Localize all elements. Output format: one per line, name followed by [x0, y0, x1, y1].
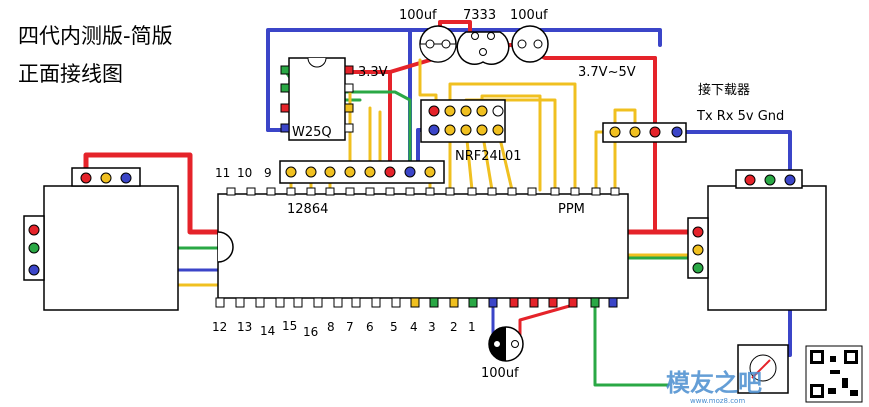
mcu-top-pin [246, 187, 256, 196]
mcu-top-pin [286, 187, 296, 196]
ppm-label: PPM [558, 202, 585, 217]
bottom-pin-label: 6 [366, 320, 374, 334]
watermark: 模友之吧 [666, 369, 762, 397]
downloader-label: 接下载器 [698, 82, 750, 98]
title-line-2: 正面接线图 [18, 62, 123, 86]
mcu-bottom-pin [275, 297, 285, 308]
bottom-pin-label: 2 [450, 320, 458, 334]
mcu-bottom-pin [449, 297, 459, 308]
mcu-top-pin [365, 187, 375, 196]
mcu-bottom-pin [568, 297, 578, 308]
bottom-pin-label: 1 [468, 320, 476, 334]
mcu-top-pin [527, 187, 537, 196]
mcu-bottom-pin [351, 297, 361, 308]
bottom-pin-label: 16 [303, 325, 318, 339]
buzzer [737, 344, 789, 394]
mcu-bottom-pin [255, 297, 265, 308]
cap-top-right-label: 100uf [510, 8, 548, 23]
mcu-bottom-pin [333, 297, 343, 308]
mcu-top-pin [325, 187, 335, 196]
pin-9-label: 9 [264, 166, 272, 180]
bottom-pin-label: 7 [346, 320, 354, 334]
pin-10-label: 10 [237, 166, 252, 180]
mcu-top-pin [266, 187, 276, 196]
bottom-pin-label: 3 [428, 320, 436, 334]
mcu-top-pin [487, 187, 497, 196]
mcu-bottom-pin [468, 297, 478, 308]
regulator-7333 [456, 31, 510, 65]
cap-bottom-label: 100uf [481, 366, 519, 381]
lcd-header [279, 160, 445, 184]
mcu-top-pin [610, 187, 620, 196]
capacitor-bottom [488, 326, 524, 362]
mcu-top-pin [570, 187, 580, 196]
watermark-url: www.moz8.com [690, 397, 745, 405]
bottom-pin-label: 4 [410, 320, 418, 334]
pin-11-label: 11 [215, 166, 230, 180]
mcu-top-pin [591, 187, 601, 196]
vin-range-label: 3.7V~5V [578, 65, 636, 80]
mcu-bottom-pin [429, 297, 439, 308]
regulator-label: 7333 [463, 8, 496, 23]
mcu-top-pin [226, 187, 236, 196]
mcu-label: 12864 [287, 202, 328, 217]
mcu-top-pin [467, 187, 477, 196]
mcu-bottom-pin [509, 297, 519, 308]
right-module [687, 169, 827, 311]
mcu-top-pin [445, 187, 455, 196]
bottom-pin-label: 14 [260, 324, 275, 338]
downloader-header [602, 122, 687, 143]
capacitor-top-right [511, 25, 549, 63]
bottom-pin-label: 13 [237, 320, 252, 334]
downloader-pins-label: Tx Rx 5v Gnd [696, 109, 784, 124]
mcu-bottom-pin [215, 297, 225, 308]
mcu-bottom-pin [590, 297, 600, 308]
flash-chip-w25q [280, 57, 354, 141]
flash-chip-label: W25Q [292, 125, 332, 140]
mcu-bottom-pin [608, 297, 618, 308]
bottom-pin-label: 15 [282, 319, 297, 333]
cap-top-left-label: 100uf [399, 8, 437, 23]
title-line-1: 四代内测版-简版 [18, 24, 173, 48]
mcu-top-pin [385, 187, 395, 196]
left-module [23, 167, 179, 311]
mcu-bottom-pin [410, 297, 420, 308]
bottom-pin-label: 5 [390, 320, 398, 334]
mcu-bottom-pin [391, 297, 401, 308]
mcu-top-pin [405, 187, 415, 196]
mcu-bottom-pin [293, 297, 303, 308]
mcu-bottom-pin [548, 297, 558, 308]
mcu-bottom-pin [313, 297, 323, 308]
mcu-bottom-pin [235, 297, 245, 308]
v33-label: 3.3V [358, 65, 388, 80]
bottom-pin-label: 12 [212, 320, 227, 334]
mcu-top-pin [306, 187, 316, 196]
mcu-bottom-pin [529, 297, 539, 308]
mcu-top-pin [550, 187, 560, 196]
nrf24l01-header [420, 99, 506, 143]
mcu-top-pin [507, 187, 517, 196]
mcu-top-pin [345, 187, 355, 196]
mcu-chip [215, 187, 629, 308]
qr-code [805, 345, 863, 403]
capacitor-top-left [419, 25, 457, 63]
radio-module-label: NRF24L01 [455, 149, 522, 164]
mcu-bottom-pin [371, 297, 381, 308]
bottom-pin-label: 8 [327, 320, 335, 334]
mcu-bottom-pin [488, 297, 498, 308]
mcu-top-pin [425, 187, 435, 196]
